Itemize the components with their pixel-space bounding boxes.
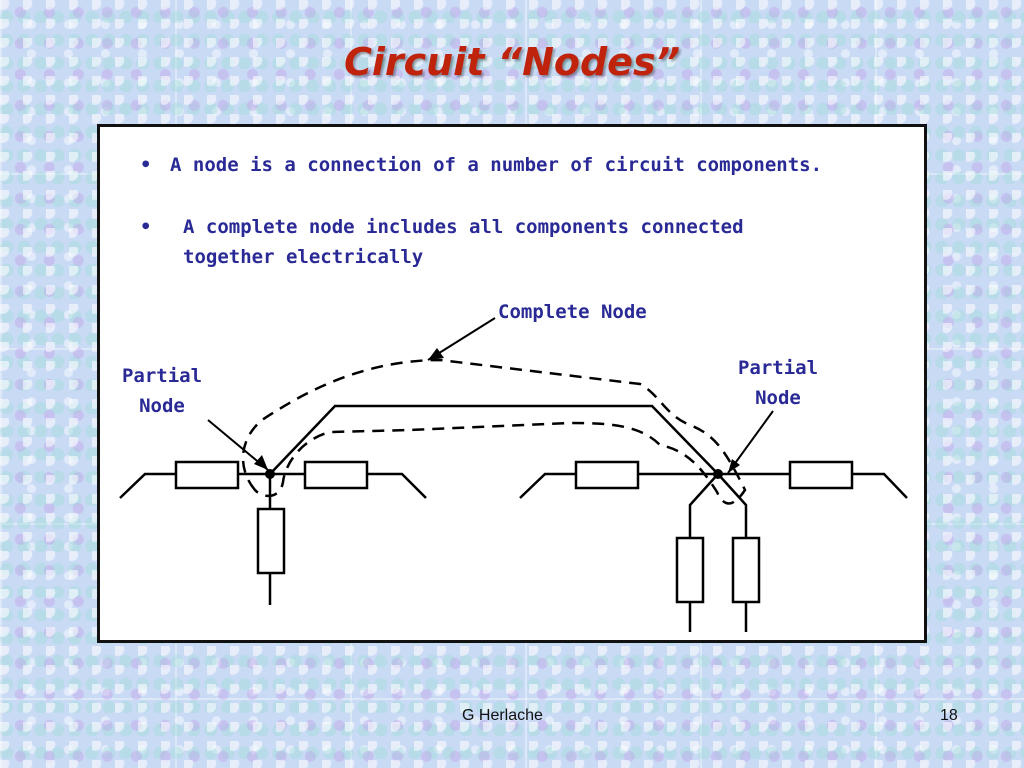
wire-right-branch [688, 473, 748, 538]
label-partial-node-right: Partial Node [728, 353, 828, 413]
content-panel [97, 124, 927, 643]
bullet-dot-icon: • [140, 216, 152, 238]
label-complete-node: Complete Node [498, 301, 647, 323]
label-partial-node-left: Partial Node [112, 361, 212, 421]
resistor-left-2 [303, 460, 369, 490]
label-partial-node-right-line2: Node [755, 387, 801, 409]
arrowhead-partial-right-icon [728, 459, 740, 473]
resistor-right-vertical-2 [731, 536, 761, 604]
bullet-text: A complete node includes all components … [183, 216, 744, 268]
wire-right-outer [519, 472, 576, 499]
resistor-right-1 [574, 460, 640, 490]
label-partial-node-right-line1: Partial [737, 357, 819, 379]
label-partial-node-left-line2: Node [139, 395, 185, 417]
wire-bridge [269, 404, 719, 475]
complete-node-outline [241, 358, 747, 505]
wire-right-right [852, 472, 908, 499]
resistor-left-vertical [256, 507, 286, 575]
resistor-right-2 [788, 460, 854, 490]
wire-left-right [367, 472, 427, 499]
footer-page-number: 18 [940, 707, 958, 724]
slide-title: Circuit “Nodes” [343, 40, 681, 84]
resistor-left-1 [174, 460, 240, 490]
arrowhead-complete-node-icon [428, 348, 444, 360]
junction-dot-right [713, 469, 723, 479]
bullet-text: A node is a connection of a number of ci… [170, 154, 823, 176]
arrowhead-partial-left-icon [254, 455, 268, 470]
wire-right-bottom [688, 602, 748, 632]
bullet-dot-icon: • [140, 154, 152, 176]
wire-left-outer [119, 472, 176, 499]
label-partial-node-left-line1: Partial [121, 365, 203, 387]
resistor-right-vertical-1 [675, 536, 705, 604]
junction-dot-left [265, 469, 275, 479]
footer-author: G Herlache [462, 707, 543, 724]
